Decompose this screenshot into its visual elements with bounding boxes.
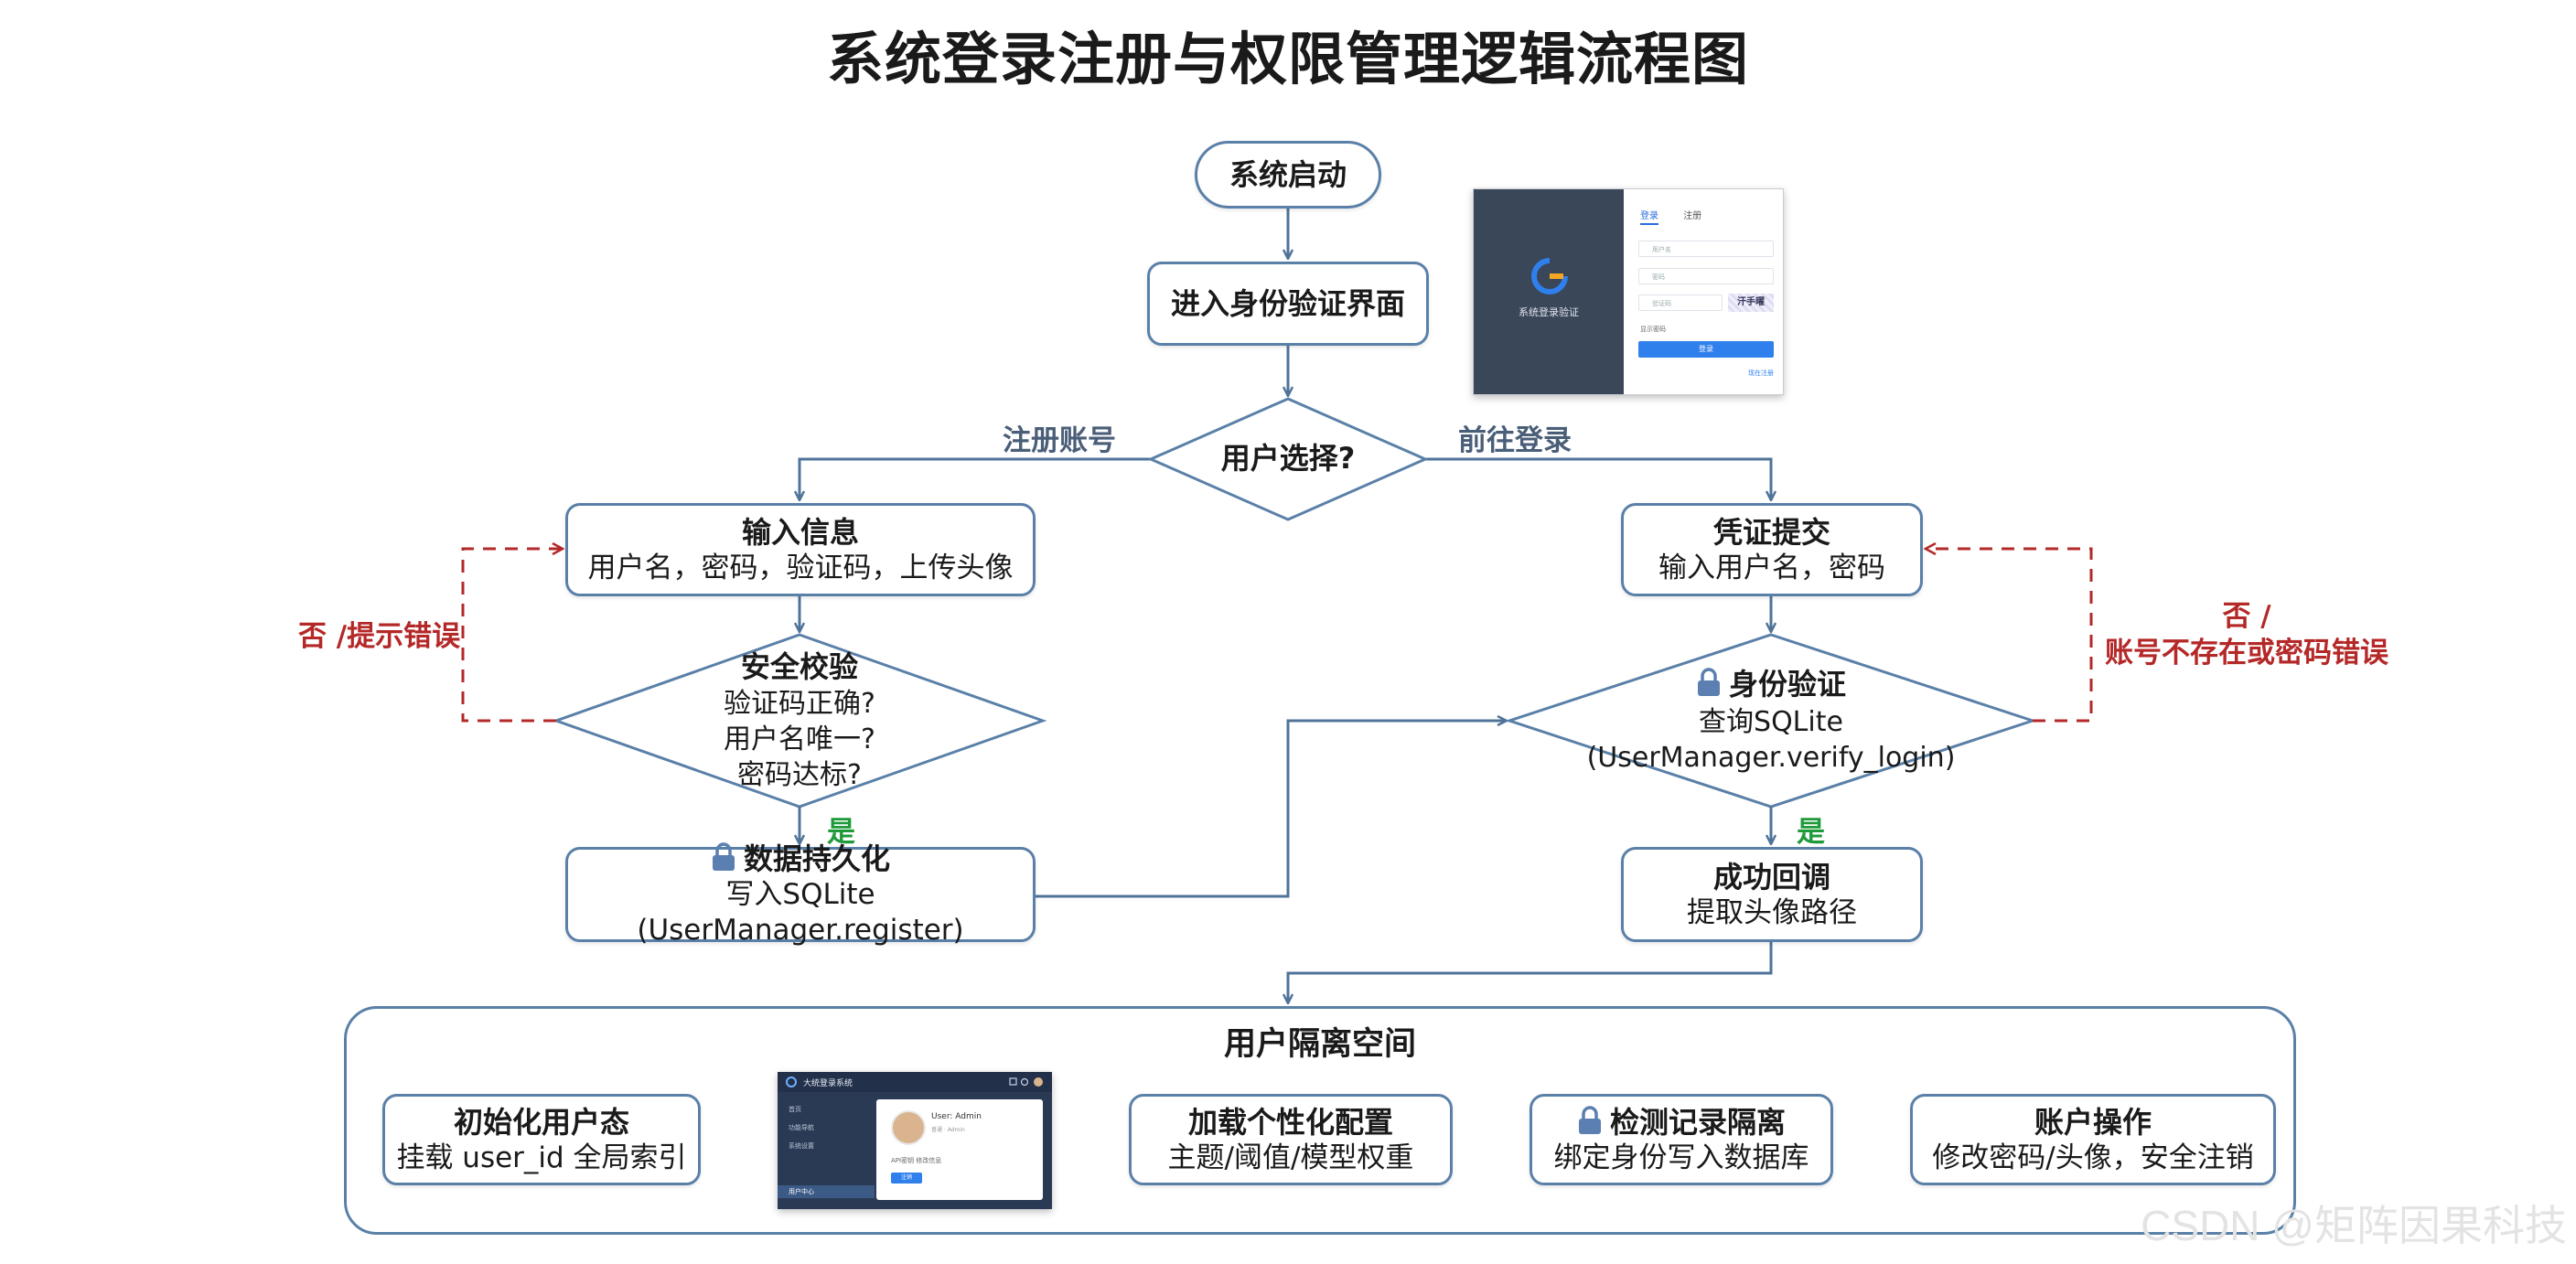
- user-isolation-title: 用户隔离空间: [1223, 1026, 1416, 1063]
- isolation-step-config-body: 主题/阈值/模型权重: [1167, 1141, 1414, 1174]
- choice-diamond: [1147, 397, 1429, 521]
- login-screenshot-tabs: 登录 注册: [1640, 208, 1723, 225]
- isolation-step-init-body: 挂载 user_id 全局索引: [396, 1141, 687, 1174]
- success-body: 提取头像路径: [1687, 895, 1857, 929]
- edge-persist-identity: [1036, 721, 1506, 898]
- login-screenshot-app-name: 系统登录验证: [1519, 306, 1579, 318]
- login-screenshot-password: 密码: [1638, 268, 1774, 284]
- login-screenshot: 系统登录验证 登录 注册 用户名 密码 验证码 汗手曜 显示密码 登录 现在注册: [1473, 188, 1784, 395]
- start-node: 系统启动: [1195, 141, 1381, 209]
- edge-security-error: [461, 549, 562, 723]
- lock-icon: [712, 842, 735, 872]
- avatar: [891, 1110, 926, 1145]
- identity-check-heading-row: 身份验证: [1696, 666, 1846, 704]
- isolation-step-detect-body: 绑定身份写入数据库: [1553, 1141, 1809, 1174]
- isolation-step-init-heading: 初始化用户态: [453, 1104, 629, 1140]
- auth-page-label: 进入身份验证界面: [1170, 286, 1405, 321]
- identity-check-line-1: 查询SQLite: [1699, 705, 1843, 738]
- lock-icon: [1578, 1105, 1601, 1134]
- security-check-heading: 安全校验: [740, 648, 858, 684]
- edge-choice-input: [800, 457, 1151, 499]
- security-check-line-1: 验证码正确?: [724, 688, 875, 721]
- credentials-body: 输入用户名，密码: [1658, 551, 1885, 584]
- isolation-step-detect-heading: 检测记录隔离: [1609, 1104, 1786, 1140]
- persist-body: 写入SQLite (UserManager.register): [637, 878, 964, 947]
- credentials-node: 凭证提交 输入用户名，密码: [1621, 503, 1923, 596]
- identity-check-line-2: (UserManager.verify_login): [1586, 741, 1956, 774]
- edge-label-login: 前往登录: [1458, 424, 1572, 457]
- isolation-step-account: 账户操作 修改密码/头像，安全注销: [1910, 1094, 2276, 1185]
- toolbar-icons: [1009, 1077, 1043, 1087]
- isolation-step-account-heading: 账户操作: [2034, 1104, 2152, 1140]
- persist-node: 数据持久化 写入SQLite (UserManager.register): [565, 841, 1036, 947]
- edge-label-register: 注册账号: [1003, 424, 1116, 457]
- login-screenshot-tab-register: 注册: [1683, 211, 1702, 221]
- dashboard-screenshot-button: 注销: [891, 1173, 922, 1184]
- dashboard-screenshot-nav-settings: 系统设置: [789, 1142, 814, 1150]
- persist-heading-row: 数据持久化: [711, 841, 890, 877]
- error-label-right: 否 / 账号不存在或密码错误: [2100, 598, 2393, 672]
- auth-page-node: 进入身份验证界面: [1147, 262, 1429, 346]
- login-screenshot-tab-login: 登录: [1640, 208, 1658, 225]
- dashboard-screenshot-row: API密钥 修改信息: [891, 1157, 942, 1164]
- isolation-step-detect: 检测记录隔离 绑定身份写入数据库: [1530, 1094, 1833, 1185]
- isolation-step-config-heading: 加载个性化配置: [1187, 1104, 1393, 1140]
- dashboard-screenshot-user: User: Admin: [931, 1112, 982, 1121]
- page-title: 系统登录注册与权限管理逻辑流程图: [826, 26, 1749, 92]
- dashboard-screenshot-user-sub: 普通 · Admin: [931, 1127, 965, 1133]
- security-check-line-3: 密码达标?: [737, 759, 862, 792]
- login-screenshot-button: 登录: [1638, 341, 1774, 358]
- login-screenshot-sidebar: 系统登录验证: [1474, 189, 1624, 394]
- error-label-left: 否 /提示错误: [298, 620, 461, 653]
- error-label-right-line-1: 否 /: [2222, 600, 2271, 633]
- login-screenshot-username: 用户名: [1638, 241, 1774, 257]
- identity-check-heading: 身份验证: [1728, 667, 1846, 702]
- app-logo-icon: [1531, 258, 1568, 295]
- dashboard-screenshot-nav-home: 首页: [789, 1106, 801, 1113]
- login-screenshot-remember: 显示密码: [1640, 326, 1666, 333]
- dashboard-screenshot-nav-features: 功能导航: [789, 1124, 814, 1131]
- isolation-step-config: 加载个性化配置 主题/阈值/模型权重: [1129, 1094, 1453, 1185]
- lock-icon: [1697, 668, 1720, 697]
- choice-label: 用户选择?: [1220, 441, 1356, 477]
- success-heading: 成功回调: [1712, 859, 1830, 894]
- isolation-step-detect-heading-row: 检测记录隔离: [1577, 1104, 1786, 1141]
- success-node: 成功回调 提取头像路径: [1621, 847, 1923, 942]
- edge-label-yes-right: 是: [1797, 816, 1825, 849]
- dashboard-screenshot-card: User: Admin 普通 · Admin API密钥 修改信息 注销: [876, 1099, 1043, 1200]
- error-label-right-line-2: 账号不存在或密码错误: [2105, 637, 2388, 670]
- edge-success-isolation: [1288, 942, 1773, 1002]
- credentials-heading: 凭证提交: [1712, 514, 1830, 550]
- input-info-node: 输入信息 用户名，密码，验证码，上传头像: [565, 503, 1036, 596]
- watermark: CSDN @矩阵因果科技: [2141, 1202, 2567, 1249]
- login-screenshot-register-link: 现在注册: [1748, 370, 1774, 377]
- choice-text: 用户选择?: [1151, 399, 1425, 520]
- edge-label-yes-left: 是: [827, 816, 855, 849]
- app-logo-icon: [786, 1077, 797, 1087]
- input-info-body: 用户名，密码，验证码，上传头像: [587, 551, 1014, 584]
- dashboard-screenshot-topbar: 大统登录系统: [778, 1072, 1052, 1092]
- start-label: 系统启动: [1229, 157, 1347, 192]
- login-screenshot-captcha-image: 汗手曜: [1728, 294, 1774, 312]
- isolation-step-init: 初始化用户态 挂载 user_id 全局索引: [382, 1094, 701, 1185]
- dashboard-screenshot: 大统登录系统 首页 功能导航 系统设置 用户中心 User: Admin 普通 …: [778, 1072, 1052, 1209]
- login-screenshot-captcha: 验证码: [1638, 295, 1723, 311]
- security-check-text: 安全校验 验证码正确? 用户名唯一? 密码达标?: [640, 646, 959, 796]
- persist-heading: 数据持久化: [743, 841, 890, 877]
- input-info-heading: 输入信息: [741, 514, 859, 550]
- security-check-line-2: 用户名唯一?: [724, 723, 875, 756]
- edge-choice-credentials: [1425, 457, 1771, 499]
- isolation-step-account-body: 修改密码/头像，安全注销: [1932, 1141, 2254, 1174]
- identity-check-text: 身份验证 查询SQLite (UserManager.verify_login): [1570, 659, 1972, 783]
- edge-identity-error: [1927, 549, 2093, 723]
- dashboard-screenshot-app-name: 大统登录系统: [803, 1079, 853, 1088]
- dashboard-screenshot-nav-user: 用户中心: [778, 1185, 875, 1198]
